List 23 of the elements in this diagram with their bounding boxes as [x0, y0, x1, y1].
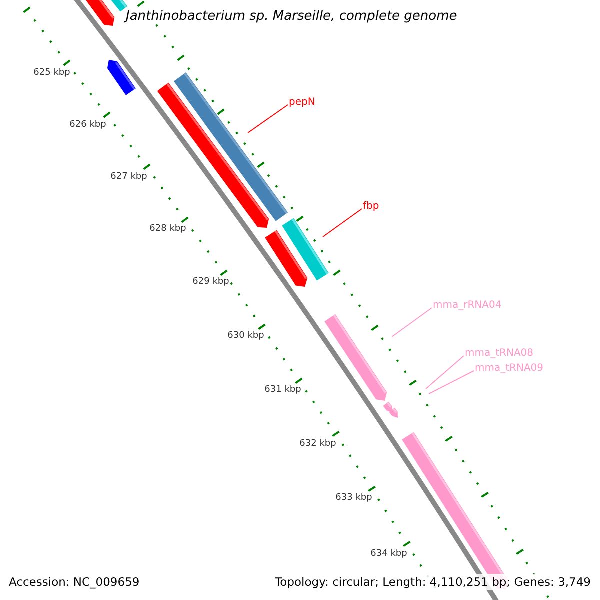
gene-label: fbp	[363, 201, 380, 213]
leader-line	[392, 308, 432, 338]
title: Janthinobacterium sp. Marseille, complete genome	[124, 9, 460, 24]
tick-label: 625 kbp	[34, 68, 70, 78]
gene-label: mma_tRNA08	[465, 348, 534, 360]
tick-label: 634 kbp	[370, 549, 408, 559]
tick-label: 626 kbp	[70, 120, 106, 130]
footer-text: Accession: NC_009659	[7, 574, 142, 590]
tick-label: 632 kbp	[300, 439, 336, 449]
leader-line	[428, 370, 474, 394]
leader-line	[248, 104, 288, 134]
tick-label: 627 kbp	[110, 172, 148, 182]
leader-line	[322, 208, 362, 238]
gene-label: pepN	[289, 97, 316, 109]
footer-text: Topology: circular; Length: 4,110,251 bp; Genes: 3,749	[273, 574, 593, 590]
tick-label: 629 kbp	[192, 277, 230, 287]
tick-label: 633 kbp	[336, 493, 372, 503]
tick-label: 628 kbp	[150, 224, 186, 234]
gene-label: mma_tRNA09	[475, 363, 544, 375]
tick-label: 630 kbp	[228, 331, 264, 341]
leader-line	[426, 356, 464, 390]
tick-label: 631 kbp	[264, 385, 302, 395]
gene-label: mma_rRNA04	[433, 300, 502, 312]
